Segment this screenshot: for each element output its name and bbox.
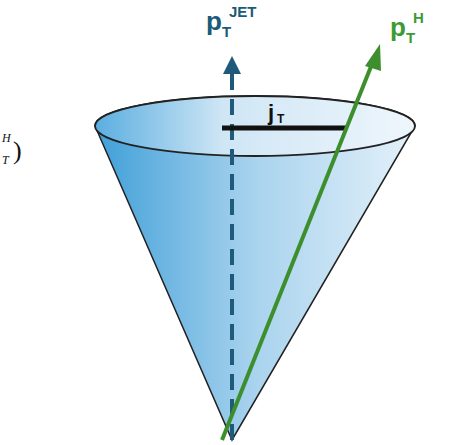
formula-fragment: ) bbox=[13, 138, 22, 164]
jt-symbol: j bbox=[268, 102, 274, 124]
hadron-vector bbox=[222, 64, 372, 440]
jt-subscript: T bbox=[277, 113, 284, 125]
axis-subscript: T bbox=[222, 24, 231, 39]
cone-top bbox=[95, 96, 415, 156]
jt-line bbox=[222, 126, 346, 131]
cone-body bbox=[95, 96, 415, 440]
hadron-superscript: H bbox=[413, 10, 424, 25]
hadron-arrowhead bbox=[365, 44, 381, 71]
jet-arrowhead bbox=[223, 56, 241, 74]
axis-symbol: p bbox=[206, 8, 222, 34]
formula-fragment: T bbox=[2, 154, 9, 166]
hadron-subscript: T bbox=[406, 30, 415, 45]
hadron-symbol: p bbox=[390, 14, 406, 40]
axis-superscript: JET bbox=[229, 4, 257, 19]
formula-fragment: H bbox=[2, 132, 11, 144]
